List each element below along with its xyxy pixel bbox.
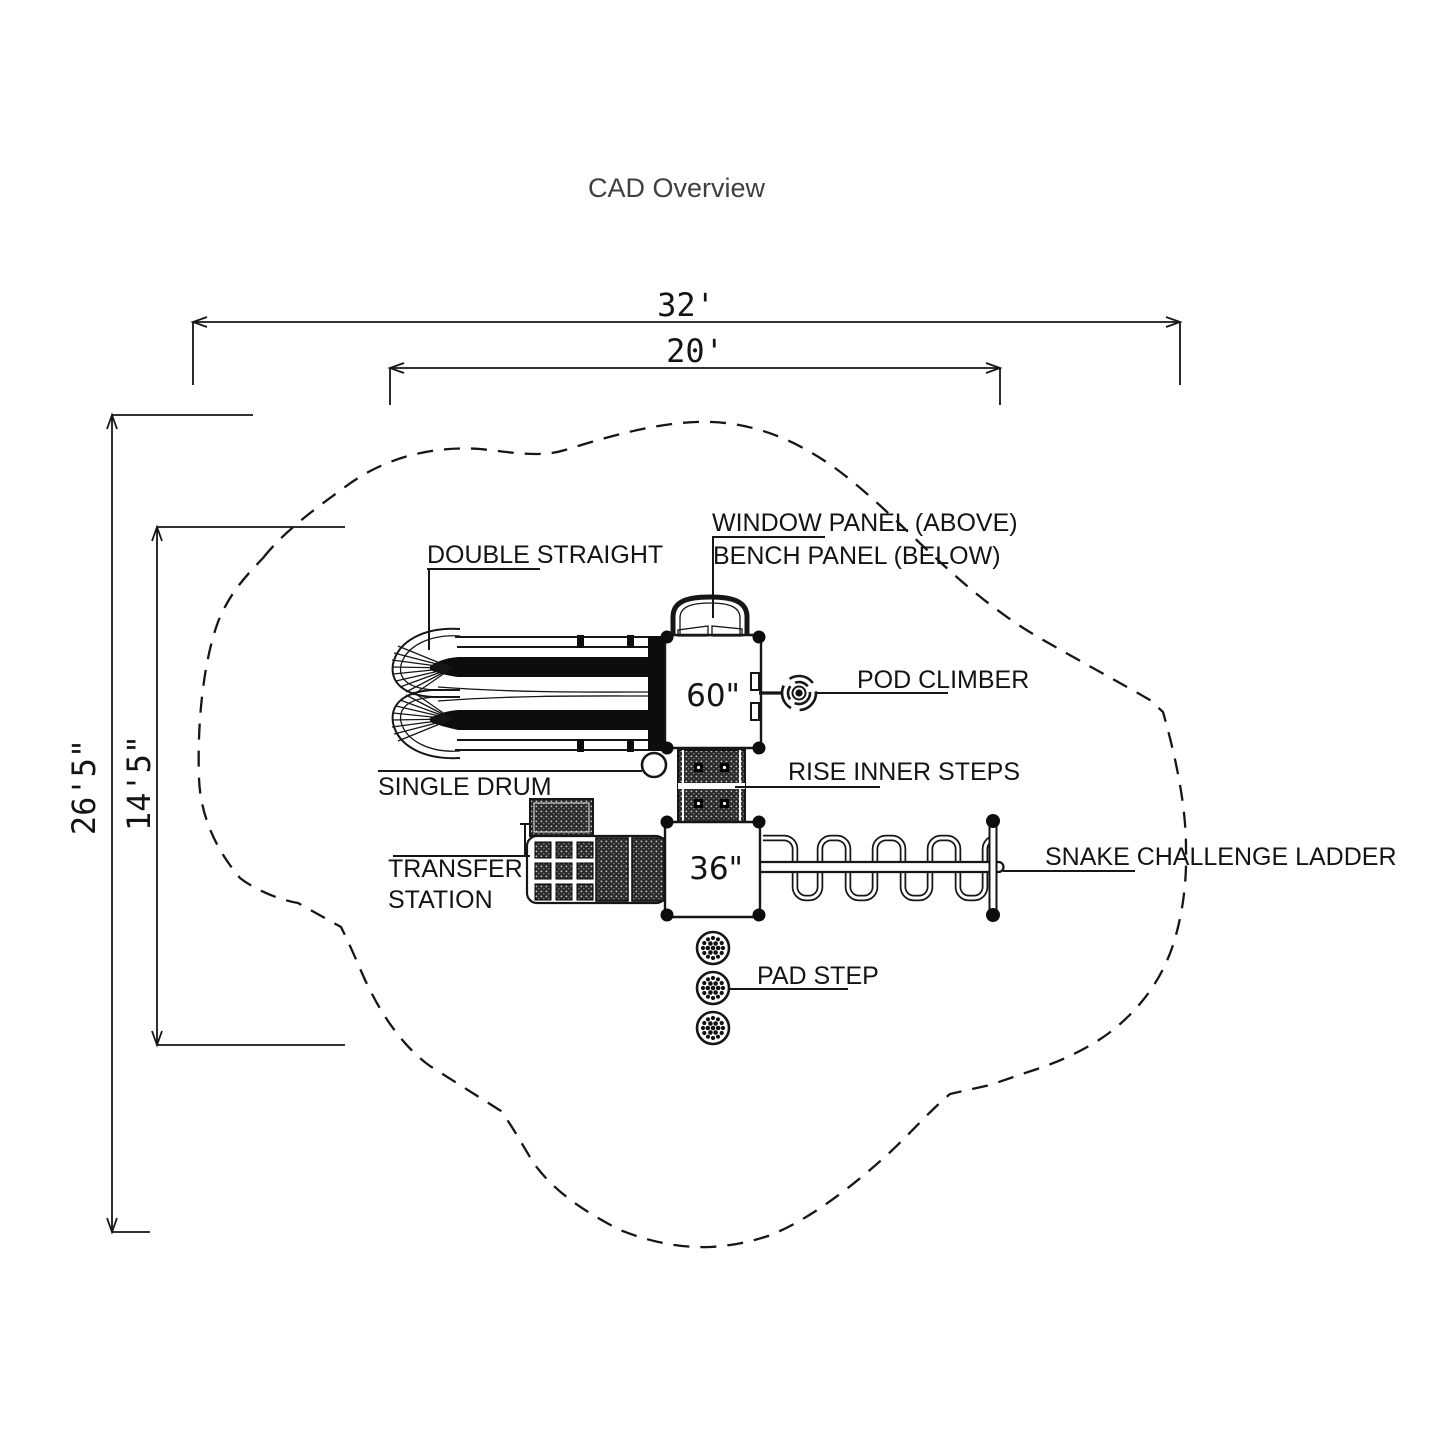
single-drum — [640, 751, 668, 779]
transfer-step-strip — [595, 837, 629, 902]
window-bench-arch — [670, 594, 750, 637]
pad-step-3 — [695, 1010, 731, 1046]
slide-deck-attachment — [648, 636, 665, 751]
double-straight-leader — [427, 568, 540, 650]
pad-step-label: PAD STEP — [757, 962, 879, 990]
deck-posts — [660, 630, 766, 922]
dimension-20ft-label: 20' — [666, 332, 724, 370]
double-straight-slide — [391, 627, 665, 760]
deck-60: 60" — [663, 633, 763, 750]
label-single-drum: SINGLE DRUM — [378, 770, 642, 801]
pad-step-1 — [695, 930, 731, 966]
slide-chute-top — [458, 657, 650, 677]
label-window-bench-panel: WINDOW PANEL (ABOVE) BENCH PANEL (BELOW) — [712, 509, 1018, 618]
slide-chute-bottom — [458, 710, 650, 730]
deck-60-label: 60" — [686, 678, 740, 714]
window-panel-label: WINDOW PANEL (ABOVE) — [712, 509, 1018, 537]
transfer-platform-grid — [534, 841, 594, 901]
deck-36: 36" — [663, 820, 762, 919]
ladder-end-post — [988, 820, 998, 917]
ladder-center-beam — [749, 860, 1005, 874]
pad-step-2 — [695, 970, 731, 1006]
transfer-station-label-line2: STATION — [388, 886, 493, 914]
dimension-32ft-label: 32' — [657, 286, 715, 324]
dimension-14ft5-label: 14'5" — [120, 735, 158, 831]
single-drum-label: SINGLE DRUM — [378, 773, 552, 801]
transfer-station — [520, 798, 668, 905]
deck-36-label: 36" — [689, 851, 743, 887]
dimension-26ft5-extensions — [112, 414, 253, 1233]
window-panel-leader — [712, 536, 825, 618]
transfer-station-label-line1: TRANSFER — [388, 855, 523, 883]
rise-inner-steps — [677, 749, 746, 823]
label-transfer-station: TRANSFER STATION — [388, 855, 530, 914]
label-snake-challenge-ladder: SNAKE CHALLENGE LADDER — [1003, 843, 1397, 872]
label-pod-climber: POD CLIMBER — [817, 666, 1029, 694]
use-zone-boundary-cloud — [197, 420, 1188, 1249]
page-title: CAD Overview — [588, 173, 766, 203]
step-fasteners — [694, 763, 729, 808]
double-straight-label: DOUBLE STRAIGHT — [427, 541, 663, 569]
bench-panel-label: BENCH PANEL (BELOW) — [713, 542, 1001, 570]
snake-challenge-ladder-label: SNAKE CHALLENGE LADDER — [1045, 843, 1397, 871]
dimension-20ft-extensions — [389, 368, 1001, 405]
rise-inner-steps-label: RISE INNER STEPS — [788, 758, 1020, 786]
pad-steps — [695, 930, 731, 1046]
serpentine-tube-inner — [763, 836, 997, 900]
slide-flare-hatching — [391, 645, 453, 742]
snake-challenge-ladder — [749, 814, 1005, 922]
dimension-26ft5: 26'5" — [65, 412, 253, 1235]
dimension-32ft-extensions — [192, 322, 1181, 385]
pod-climber-label: POD CLIMBER — [857, 666, 1029, 694]
label-double-straight: DOUBLE STRAIGHT — [427, 541, 663, 650]
pod-climber — [750, 672, 818, 721]
dimension-20ft: 20' — [387, 332, 1003, 405]
dimension-14ft5: 14'5" — [120, 524, 345, 1048]
dimension-26ft5-label: 26'5" — [65, 739, 103, 835]
transfer-step-strip — [631, 837, 665, 902]
dimension-14ft5-extensions — [157, 526, 345, 1046]
label-pad-step: PAD STEP — [729, 962, 879, 990]
dimension-32ft: 32' — [190, 286, 1183, 385]
label-rise-inner-steps: RISE INNER STEPS — [735, 758, 1020, 788]
